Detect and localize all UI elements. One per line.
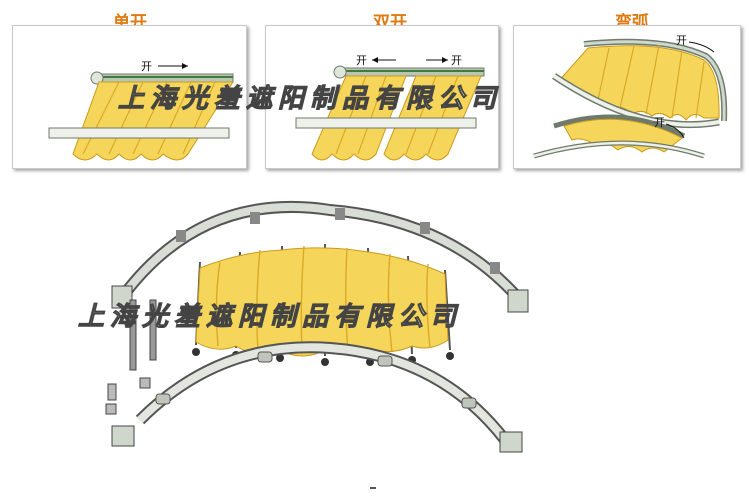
single-open-illustration: 开 (48, 60, 234, 161)
rail-bracket (420, 222, 430, 234)
rail-bracket (335, 208, 345, 220)
curved-rail-upper-inner (583, 40, 726, 122)
nut-part (105, 403, 117, 415)
arrow-left-icon (372, 57, 378, 63)
watermark-company-main: 上海光羞遮阳制品有限公司 (77, 302, 463, 333)
curved-bottom-bar-inner (552, 74, 720, 127)
outer-curved-rail-inner (116, 203, 524, 303)
open-label-upper: 开 (676, 34, 687, 47)
hardware-parts (105, 299, 157, 415)
carrier-knob (446, 352, 454, 360)
rail-clips (155, 351, 477, 409)
rail-end-cap (90, 71, 104, 85)
panel-single-open: 开 (12, 25, 247, 169)
rail-clip (461, 397, 477, 409)
curved-bottom-bar-lower-inner (533, 141, 705, 158)
arrow-right-icon (182, 63, 188, 69)
open-label-lower: 开 (654, 116, 665, 129)
rail-clip (155, 393, 171, 405)
rail-bracket (250, 212, 260, 224)
open-label: 开 (141, 60, 152, 73)
rail-clip (257, 351, 273, 363)
open-pointer-lower (665, 123, 685, 139)
curved-rail-lower (553, 114, 686, 139)
end-cap-left-upper (111, 285, 133, 309)
stray-mark (370, 487, 376, 489)
curved-illustration: 开 开 (533, 34, 728, 159)
open-label-left: 开 (356, 54, 367, 67)
double-open-illustration: 开 开 (295, 54, 485, 161)
pleat-lines (597, 44, 705, 119)
track-rail-stripe (93, 76, 233, 78)
rail-bracket (490, 262, 500, 274)
bead-chain (149, 299, 157, 361)
bottom-bar (295, 117, 477, 129)
arrow-right-icon (442, 57, 448, 63)
pleat-lines (82, 81, 216, 155)
carrier-knob (321, 358, 329, 366)
open-pointer-upper (688, 41, 715, 53)
carrier-knob (276, 354, 284, 362)
rail-bracket (176, 230, 186, 242)
rail-end-cap (333, 65, 347, 79)
watermark-company-top: 上海光羞遮阳制品有限公司 (117, 84, 503, 115)
lower-curved-rail-inner (137, 343, 509, 443)
track-rail-stripe (336, 70, 484, 72)
pleat-lines (335, 75, 459, 155)
rail-brackets (176, 208, 500, 274)
rail-clip (377, 355, 393, 367)
panel-double-open: 开 开 (265, 25, 499, 169)
screw-part (107, 383, 117, 401)
end-cap-right-upper (507, 289, 529, 313)
panel-curved: 开 开 (513, 25, 741, 169)
bottom-bar (48, 127, 230, 139)
bracket-part (139, 377, 151, 389)
pleated-fabric (72, 81, 234, 161)
open-label-right: 开 (451, 54, 462, 67)
end-cap-right-lower (499, 431, 523, 453)
end-cap-left-lower (111, 425, 135, 447)
carrier-knob (192, 348, 200, 356)
pleat-shading (215, 245, 431, 355)
bead-chain (129, 299, 137, 371)
